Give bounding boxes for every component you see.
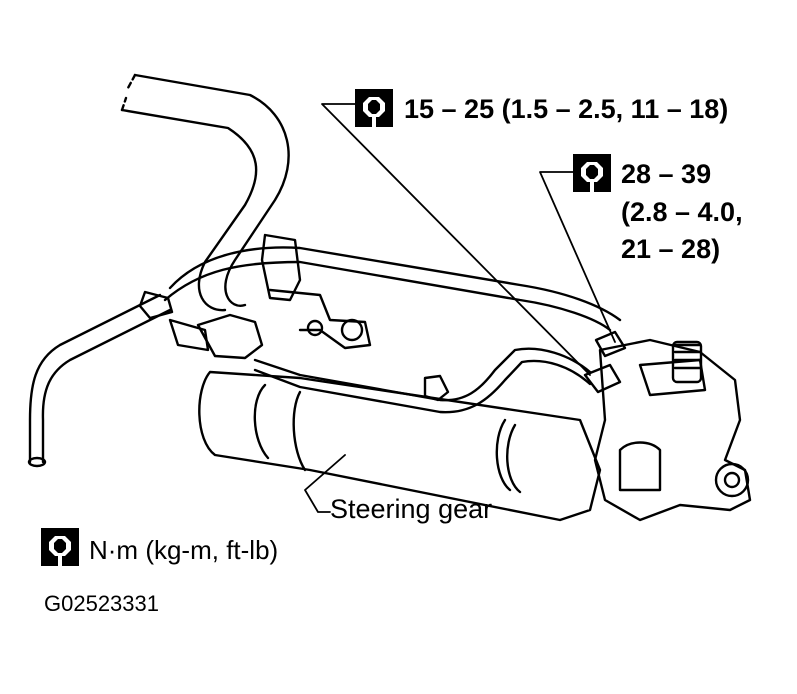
- upper-hose: [133, 73, 290, 307]
- torque-callout-right-line1: 28 – 39: [621, 159, 712, 189]
- torque-wrench-icon: [573, 154, 611, 192]
- upper-hose-inner: [120, 108, 258, 312]
- valve-housing: [593, 338, 752, 522]
- torque-callout-right-line3: 21 – 28): [621, 234, 721, 264]
- leader-gear: [304, 454, 346, 513]
- leader-upper: [321, 103, 591, 376]
- torque-callout-upper: 15 – 25 (1.5 – 2.5, 11 – 18): [404, 94, 729, 124]
- unit-legend: N·m (kg-m, ft-lb): [89, 535, 279, 565]
- feed-pipe-upper: [163, 260, 612, 332]
- steering-gear-label: Steering gear: [330, 494, 493, 524]
- return-hose: [41, 308, 172, 464]
- left-fitting: [138, 290, 174, 320]
- bracket: [260, 233, 302, 302]
- torque-wrench-icon: [41, 528, 79, 566]
- torque-wrench-icon: [355, 89, 393, 127]
- feed-pipe-lower: [253, 347, 592, 402]
- mount-bolt: [423, 374, 450, 402]
- torque-callout-right-line2: (2.8 – 4.0,: [621, 197, 743, 227]
- figure-code: G02523331: [44, 591, 159, 616]
- leader-right: [539, 171, 616, 343]
